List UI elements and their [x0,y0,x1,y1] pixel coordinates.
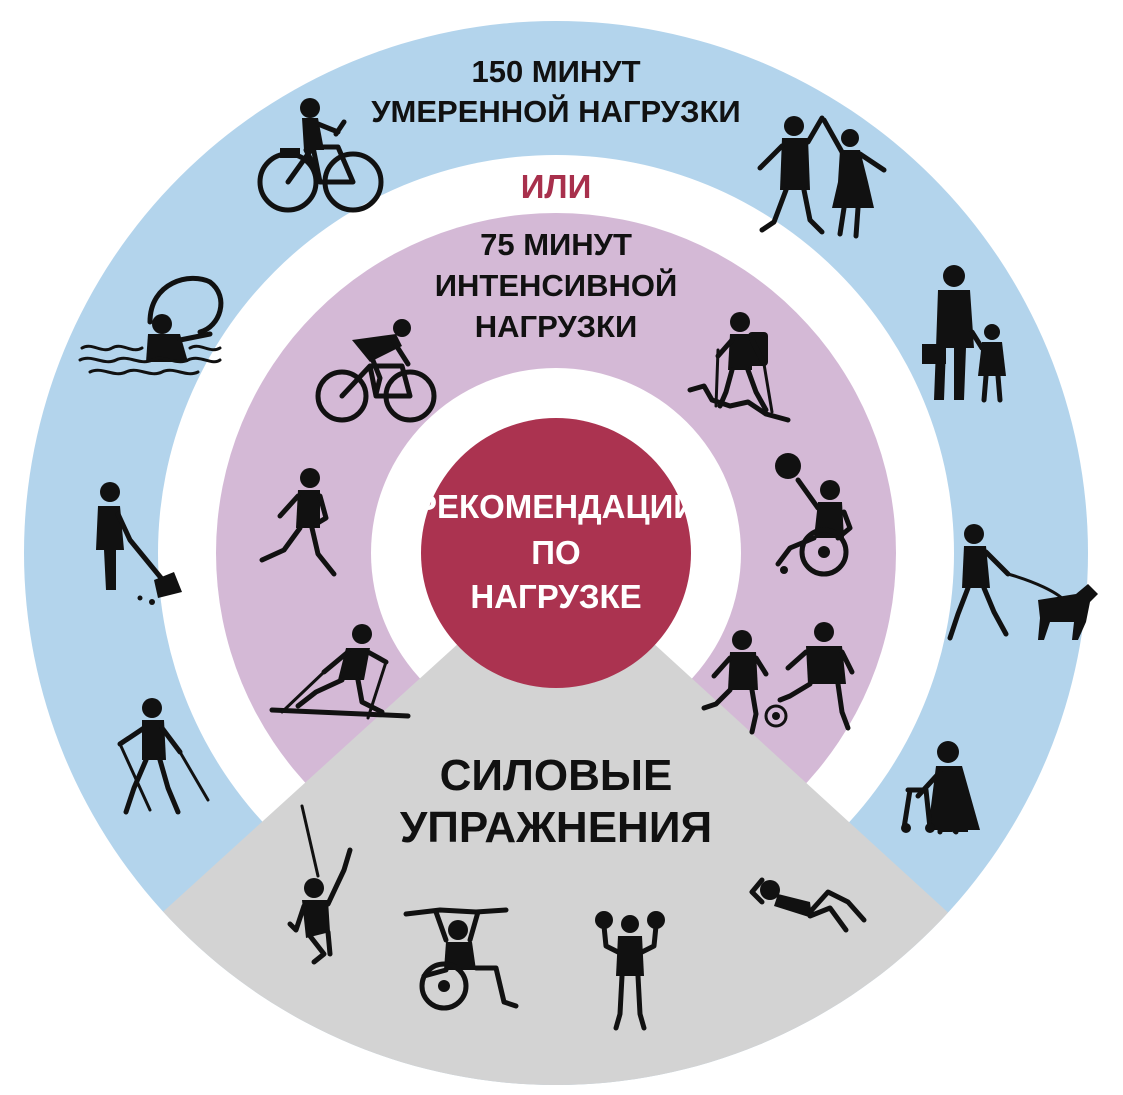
outer-ring-label-line1: 150 МИНУТ [471,54,640,89]
walker-frame-icon [901,741,980,835]
separator-label: ИЛИ [521,168,592,205]
center-circle [421,418,691,688]
center-label-line3: НАГРУЗКЕ [470,578,641,615]
walking-with-child-icon [922,265,1006,403]
swimmer-icon [78,275,224,376]
sweeper-icon [96,482,182,605]
dog-walker-icon [947,524,1098,641]
road-cyclist-icon [315,319,437,423]
inner-ring-label-line3: НАГРУЗКИ [475,309,638,344]
center-label-line1: РЕКОМЕНДАЦИИ [415,488,697,525]
soccer-players-icon [701,622,855,735]
wheelchair-band-exercise-icon [403,907,519,1011]
outer-ring-label-line2: УМЕРЕННОЙ НАГРУЗКИ [371,93,740,129]
dancing-couple-icon [757,115,887,239]
strength-sector [110,642,1000,1085]
strength-label-line1: СИЛОВЫЕ [440,751,673,800]
strength-label-line2: УПРАЖНЕНИЯ [400,803,712,852]
climber-icon [287,804,353,965]
center-label-line2: ПО [531,534,580,571]
inner-ring-label-line1: 75 МИНУТ [480,227,632,262]
sit-up-icon [749,877,867,933]
hiker-icon [687,312,791,423]
inner-ring-label-line2: ИНТЕНСИВНОЙ [435,267,678,303]
runner-icon [259,468,337,577]
wheelchair-basketball-icon [775,453,853,577]
nordic-walker-icon [117,698,210,815]
cross-country-skier-icon [269,624,411,720]
cyclist-casual-icon [257,98,384,213]
dumbbell-lifter-icon [595,911,665,1031]
